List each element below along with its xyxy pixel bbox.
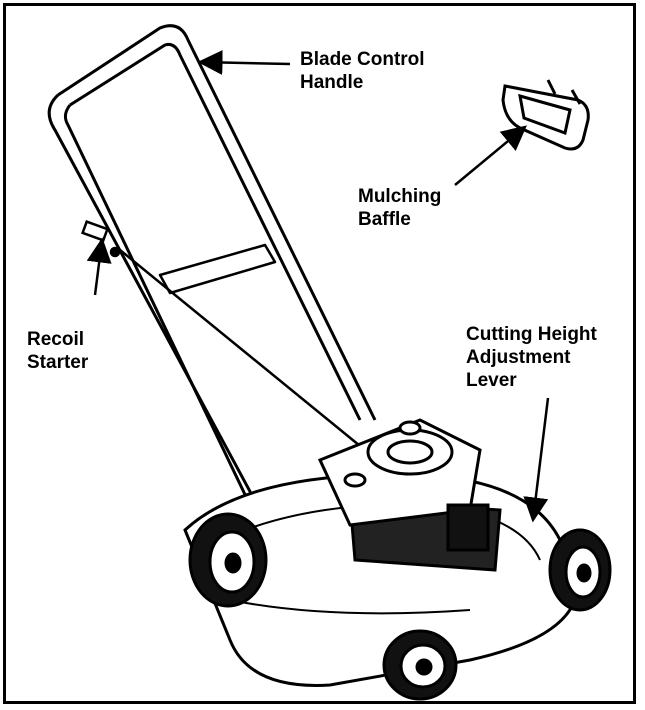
leader-arrows	[86, 50, 550, 523]
label-line: Mulching	[358, 186, 442, 207]
label-line: Cutting Height	[466, 324, 597, 345]
label-line: Lever	[466, 370, 517, 391]
label-blade-control-handle: Blade Control Handle	[300, 48, 425, 94]
arrow-blade-control	[197, 50, 291, 75]
label-line: Starter	[27, 352, 89, 373]
arrow-mulching-baffle	[454, 125, 527, 186]
label-line: Blade Control	[300, 49, 425, 70]
wheel-front-left	[382, 629, 458, 701]
arrow-recoil-starter	[86, 237, 112, 296]
label-mulching-baffle: Mulching Baffle	[358, 185, 441, 231]
label-line: Baffle	[358, 209, 411, 230]
wheel-rear-left	[188, 512, 268, 608]
handle-frame	[47, 24, 377, 511]
arrow-cutting-height	[523, 397, 550, 523]
label-line: Adjustment	[466, 347, 571, 368]
label-cutting-height: Cutting Height Adjustment Lever	[466, 323, 597, 392]
engine	[317, 418, 502, 572]
mulching-baffle-part	[501, 79, 590, 151]
wheel-front-right	[548, 528, 612, 612]
label-line: Recoil	[27, 329, 85, 350]
label-recoil-starter: Recoil Starter	[27, 328, 88, 374]
recoil-starter-grip	[81, 219, 121, 258]
label-line: Handle	[300, 72, 364, 93]
